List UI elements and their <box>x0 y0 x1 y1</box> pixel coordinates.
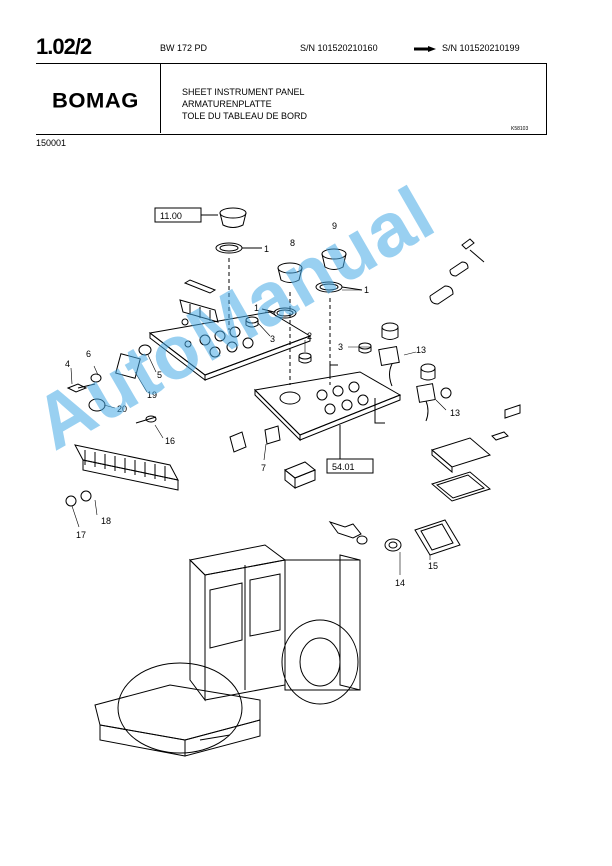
callout-5: 5 <box>157 370 162 380</box>
callout-13a: 13 <box>416 345 426 355</box>
callout-17: 17 <box>76 530 86 540</box>
roller-compactor-illustration <box>94 544 361 757</box>
callout-9: 9 <box>332 221 337 231</box>
bomag-logo: BOMAG <box>52 88 139 113</box>
callout-20: 20 <box>117 404 127 414</box>
callout-16: 16 <box>165 436 175 446</box>
title-block-divider <box>160 63 161 133</box>
serial-from: S/N 101520210160 <box>300 43 378 53</box>
drawing-reference: K58103 <box>511 126 529 132</box>
page-number: 1.02/2 <box>36 34 92 59</box>
callout-4: 4 <box>65 359 70 369</box>
right-side-parts <box>378 238 521 502</box>
bottom-connector-parts <box>328 519 461 556</box>
left-hardware-parts <box>66 344 157 424</box>
callout-14: 14 <box>395 578 405 588</box>
callout-3a: 3 <box>270 334 275 344</box>
ref-box-11-00: 11.00 <box>154 207 218 223</box>
callout-2: 2 <box>307 331 312 341</box>
callout-8: 8 <box>290 238 295 248</box>
ref-box-54-01: 54.01 <box>326 425 374 474</box>
document-number: 150001 <box>36 138 67 148</box>
callout-7: 7 <box>261 463 266 473</box>
terminal-strip <box>65 444 179 507</box>
callout-numbers: 1 1 1 2 3 3 4 5 6 7 8 9 13 13 14 15 16 1… <box>65 221 460 588</box>
title-german: ARMATURENPLATTE <box>182 99 272 109</box>
indicator-lamp-cups <box>215 207 372 385</box>
callout-1c: 1 <box>254 303 259 313</box>
callout-18: 18 <box>101 516 111 526</box>
callout-1a: 1 <box>264 244 269 254</box>
title-english: SHEET INSTRUMENT PANEL <box>182 87 305 97</box>
instrument-panel-plate-lower <box>253 364 402 442</box>
callout-6: 6 <box>86 349 91 359</box>
ref-box-54-01-label: 54.01 <box>332 462 355 472</box>
callout-1b: 1 <box>364 285 369 295</box>
leader-lines <box>70 247 447 575</box>
model-label: BW 172 PD <box>160 43 208 53</box>
ref-box-11-00-label: 11.00 <box>160 211 182 221</box>
title-french: TOLE DU TABLEAU DE BORD <box>182 111 308 121</box>
switch-cover-strips <box>179 279 219 323</box>
callout-3b: 3 <box>338 342 343 352</box>
callout-19: 19 <box>147 390 157 400</box>
title-block <box>36 63 547 135</box>
instrument-panel-plate-upper <box>148 311 312 382</box>
callout-13b: 13 <box>450 408 460 418</box>
arrow-right-icon <box>414 46 436 52</box>
callout-15: 15 <box>428 561 438 571</box>
switches-and-lamp <box>229 425 316 490</box>
serial-to: S/N 101520210199 <box>442 43 520 53</box>
